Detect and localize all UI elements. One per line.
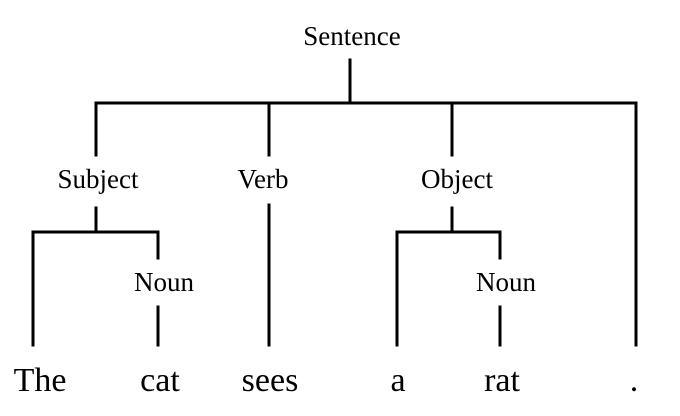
node-subject: Subject [58,164,139,194]
word-rat: rat [484,362,520,399]
node-verb: Verb [238,164,289,194]
node-sentence: Sentence [303,21,400,51]
word-cat: cat [140,362,180,399]
word-the: The [14,362,67,399]
node-object-noun: Noun [476,267,536,297]
word-period: . [630,362,639,399]
node-subject-noun: Noun [134,267,194,297]
word-a: a [390,362,405,399]
node-object: Object [421,164,493,194]
word-sees: sees [242,362,299,399]
